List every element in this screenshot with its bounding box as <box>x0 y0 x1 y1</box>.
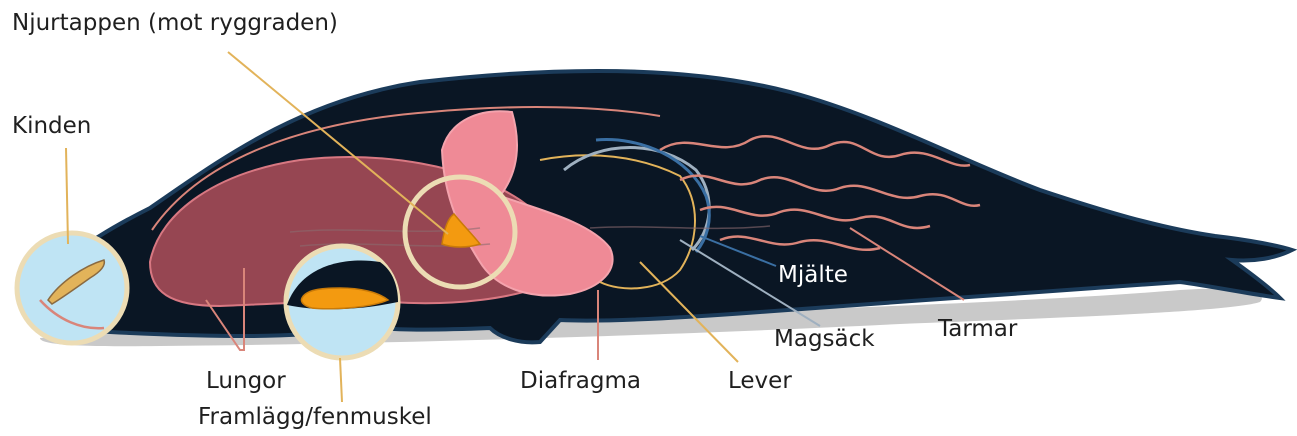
label-tarmar: Tarmar <box>937 316 1018 342</box>
label-lever: Lever <box>728 368 792 394</box>
label-kinden: Kinden <box>12 113 91 139</box>
cheek-sample-marker <box>17 233 127 343</box>
label-njurtappen: Njurtappen (mot ryggraden) <box>12 10 338 36</box>
leader-kinden <box>66 148 68 244</box>
label-mjalte: Mjälte <box>778 262 848 288</box>
flipper-muscle-sample-marker <box>286 246 398 358</box>
label-magsack: Magsäck <box>774 326 875 352</box>
label-lungor: Lungor <box>206 368 286 394</box>
label-framlagg: Framlägg/fenmuskel <box>198 404 432 430</box>
leader-framlagg <box>340 358 342 402</box>
label-diafragma: Diafragma <box>520 368 641 394</box>
